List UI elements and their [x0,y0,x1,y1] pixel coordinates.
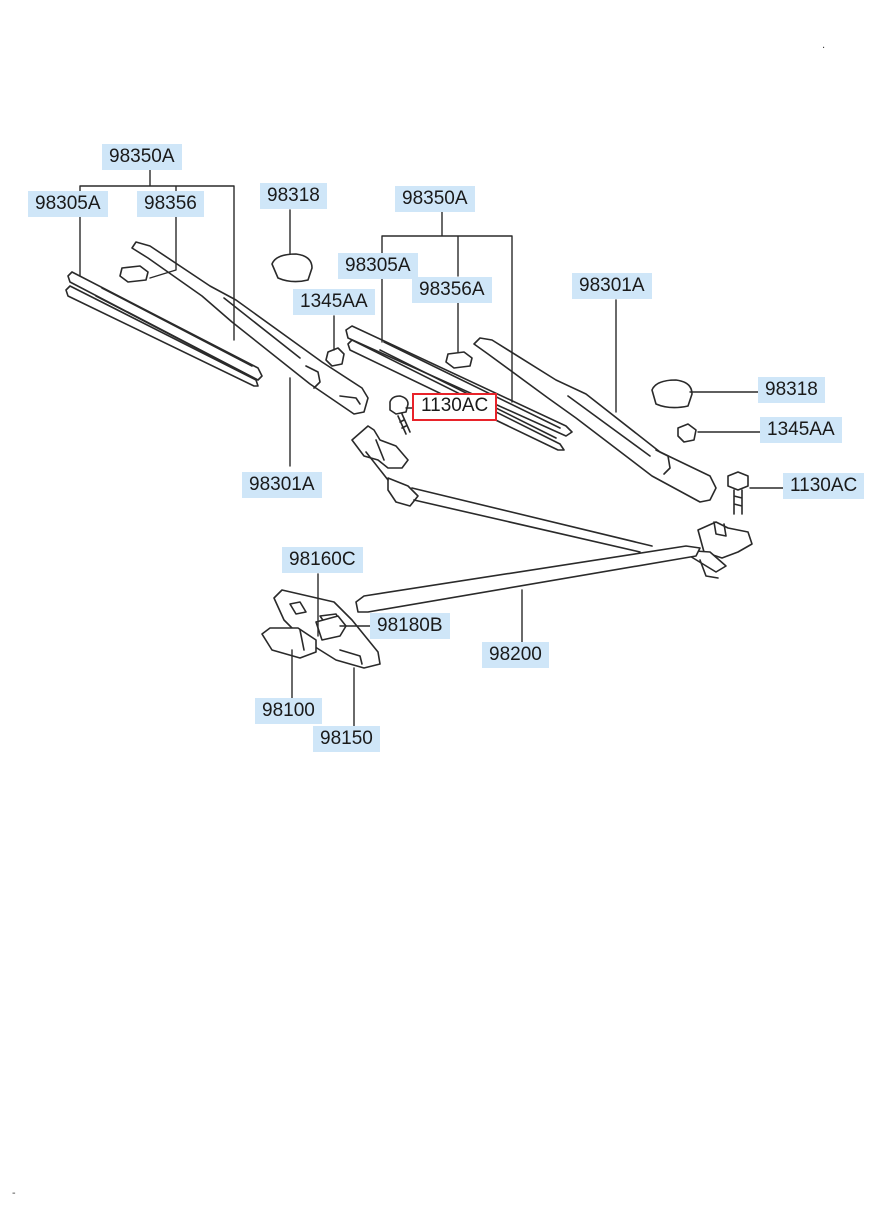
label-98305A-mid[interactable]: 98305A [338,253,418,279]
right-arm-nut [677,423,697,443]
left-arm-nut [325,347,345,367]
left-wiper-arm [131,241,369,415]
label-98180B[interactable]: 98180B [370,613,450,639]
right-arm-cap [651,379,693,409]
mid-pivot-bolt [389,395,411,435]
label-98356-left[interactable]: 98356 [137,191,204,217]
label-98301A-left[interactable]: 98301A [242,472,322,498]
corner-mark-bottom-left: - [12,1188,16,1199]
label-98350A-left[interactable]: 98350A [102,144,182,170]
label-98100[interactable]: 98100 [255,698,322,724]
label-98356A-mid[interactable]: 98356A [412,277,492,303]
right-wiper-arm [473,337,717,503]
motor-crank [315,615,347,641]
label-1130AC-mid[interactable]: 1130AC [412,393,498,421]
motor-body [261,627,317,659]
left-pivot-bracket [351,425,419,507]
label-1130AC-right[interactable]: 1130AC [783,473,865,499]
leader-lines [79,169,791,727]
corner-mark-top-right: . [822,40,826,51]
linkage-rod-upper [411,487,653,553]
label-98318-top[interactable]: 98318 [260,183,327,209]
left-arm-cap [271,253,313,283]
label-98200[interactable]: 98200 [482,642,549,668]
label-98350A-mid[interactable]: 98350A [395,186,475,212]
label-98301A-right[interactable]: 98301A [572,273,652,299]
right-wiper-blade [345,325,573,451]
right-pivot-bolt [727,471,749,515]
label-98160C[interactable]: 98160C [282,547,363,573]
label-98318-right[interactable]: 98318 [758,377,825,403]
linkage-rod-main [355,545,701,613]
right-pivot-bracket [679,521,753,579]
left-wiper-blade [65,271,263,387]
left-blade-clip [119,265,149,283]
label-1345AA-top[interactable]: 1345AA [293,289,375,315]
label-98305A-left[interactable]: 98305A [28,191,108,217]
label-98150[interactable]: 98150 [313,726,380,752]
right-blade-clip [445,351,473,369]
label-1345AA-right[interactable]: 1345AA [760,417,842,443]
